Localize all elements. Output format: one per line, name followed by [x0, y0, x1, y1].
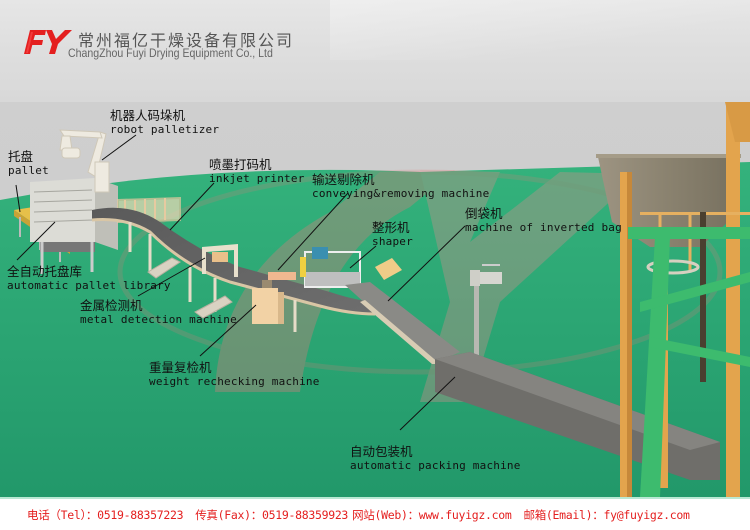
label-en: inkjet printer	[209, 172, 305, 185]
header-banner: 常州福亿干燥设备有限公司 ChangZhou Fuyi Drying Equip…	[0, 0, 750, 102]
label-inverted-bag: 倒袋机 machine of inverted bag	[465, 206, 622, 234]
footer-contact-line: 电话（Tel）：0519-88357223 传真(Fax)：0519-883599…	[27, 507, 690, 523]
label-shaper: 整形机 shaper	[372, 220, 413, 248]
label-en: robot palletizer	[110, 123, 220, 136]
label-pallet: 托盘 pallet	[8, 149, 49, 177]
label-cn: 输送剔除机	[312, 172, 375, 187]
label-metal-detection: 金属检测机 metal detection machine	[80, 298, 237, 326]
email-link[interactable]: fy@fuyigz.com	[603, 508, 690, 522]
label-robot-palletizer: 机器人码垛机 robot palletizer	[110, 108, 219, 136]
contact-footer: 电话（Tel）：0519-88357223 传真(Fax)：0519-883599…	[0, 497, 750, 530]
removing-table	[268, 272, 296, 280]
label-en: metal detection machine	[80, 313, 237, 326]
label-conveying-removing: 输送剔除机 conveying&removing machine	[312, 172, 489, 200]
label-cn: 重量复检机	[149, 360, 212, 375]
tel-label: 电话（Tel）：	[27, 508, 98, 522]
label-en: weight rechecking machine	[149, 375, 320, 388]
scene-illustration	[0, 102, 750, 497]
label-packing-machine: 自动包装机 automatic packing machine	[350, 444, 521, 472]
fax-label: 传真(Fax)：	[195, 508, 262, 522]
label-en: automatic packing machine	[350, 459, 521, 472]
fax-value: 0519-88359923	[261, 508, 349, 522]
sensor-stand	[474, 280, 479, 398]
label-pallet-library: 全自动托盘库 automatic pallet library	[7, 264, 171, 292]
label-cn: 整形机	[372, 220, 410, 235]
label-cn: 倒袋机	[465, 206, 503, 221]
label-cn: 自动包装机	[350, 444, 413, 459]
production-line-scene: 机器人码垛机 robot palletizer 托盘 pallet 喷墨打码机 …	[0, 102, 750, 497]
metal-detector-machine	[202, 244, 238, 277]
label-cn: 全自动托盘库	[7, 264, 83, 279]
label-cn: 喷墨打码机	[209, 157, 272, 172]
header-swoosh	[330, 0, 750, 60]
label-inkjet-printer: 喷墨打码机 inkjet printer	[209, 157, 305, 185]
label-en: machine of inverted bag	[465, 221, 622, 234]
web-link[interactable]: www.fuyigz.com	[418, 508, 512, 522]
label-cn: 金属检测机	[80, 298, 143, 313]
fy-logo-icon	[24, 30, 72, 54]
label-en: conveying&removing machine	[312, 187, 490, 200]
email-label: 邮箱(Email)：	[523, 508, 604, 522]
web-label: 网站(Web)：	[352, 508, 419, 522]
green-frame	[628, 227, 750, 497]
descending-conveyor	[345, 282, 460, 364]
label-weight-rechecking: 重量复检机 weight rechecking machine	[149, 360, 320, 388]
company-name-cn: 常州福亿干燥设备有限公司	[78, 31, 295, 50]
label-en: pallet	[8, 164, 49, 177]
label-cn: 托盘	[8, 149, 34, 164]
label-cn: 机器人码垛机	[110, 108, 186, 123]
label-en: automatic pallet library	[7, 279, 171, 292]
tel-value: 0519-88357223	[97, 508, 184, 522]
label-en: shaper	[372, 235, 413, 248]
company-name-en: ChangZhou Fuyi Drying Equipment Co., Ltd	[68, 46, 273, 60]
